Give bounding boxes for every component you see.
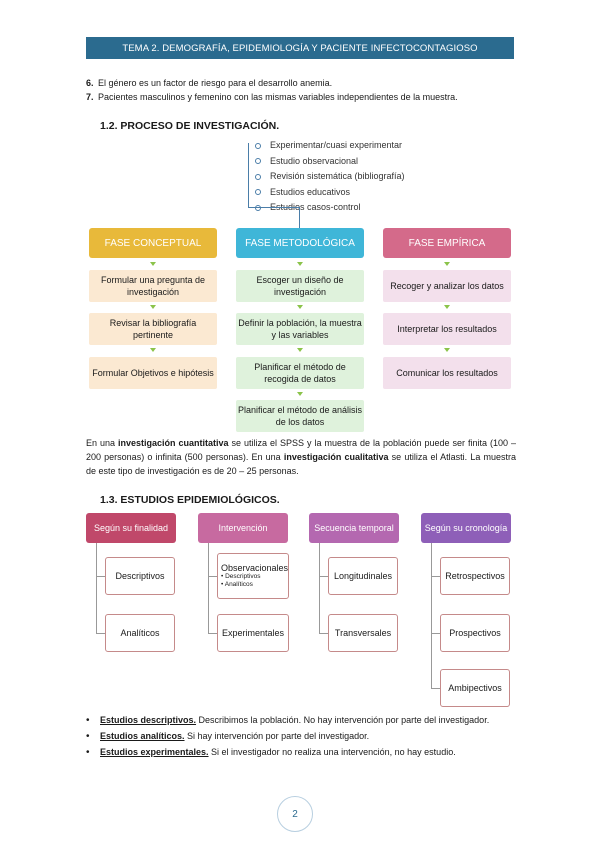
- down-arrow-icon: [444, 262, 450, 266]
- epi-item-box: Observacionales • Descriptivos • Analíti…: [217, 553, 289, 599]
- phase-step-box: Definir la población, la muestra y las v…: [236, 313, 364, 345]
- chapter-header: TEMA 2. DEMOGRAFÍA, EPIDEMIOLOGÍA Y PACI…: [86, 37, 514, 59]
- phase-step-box: Formular una pregunta de investigación: [89, 270, 217, 302]
- epi-header-secuencia: Secuencia temporal: [309, 513, 399, 543]
- epi-item-box: Ambipectivos: [440, 669, 510, 707]
- phase-conceptual-header: FASE CONCEPTUAL: [89, 228, 217, 258]
- phase-step-box: Escoger un diseño de investigación: [236, 270, 364, 302]
- phase-step-box: Comunicar los resultados: [383, 357, 511, 389]
- circle-bullet-icon: [255, 158, 261, 165]
- phase-step-box: Formular Objetivos e hipótesis: [89, 357, 217, 389]
- research-paragraph: En una investigación cuantitativa se uti…: [86, 438, 516, 476]
- down-arrow-icon: [297, 348, 303, 352]
- page-number: 2: [277, 796, 313, 832]
- circle-bullet-icon: [255, 189, 261, 196]
- epi-item-box: Longitudinales: [328, 557, 398, 595]
- numbered-list: 6. El género es un factor de riesgo para…: [86, 76, 516, 104]
- section-title-epidemiologicos: 1.3. ESTUDIOS EPIDEMIOLÓGICOS.: [100, 494, 280, 506]
- connector-line: [431, 688, 440, 689]
- connector-line: [319, 543, 320, 634]
- list-item: Estudios educativos: [255, 185, 405, 201]
- phase-metodologica-header: FASE METODOLÓGICA: [236, 228, 364, 258]
- connector-line: [299, 207, 300, 228]
- chapter-title: TEMA 2. DEMOGRAFÍA, EPIDEMIOLOGÍA Y PACI…: [122, 42, 478, 54]
- list-item: Estudio observacional: [255, 154, 405, 170]
- list-item: • Estudios analíticos. Si hay intervenci…: [86, 731, 370, 742]
- phase-step-box: Revisar la bibliografía pertinente: [89, 313, 217, 345]
- down-arrow-icon: [297, 305, 303, 309]
- phase-empirica-header: FASE EMPÍRICA: [383, 228, 511, 258]
- bullet-icon: •: [86, 731, 90, 742]
- connector-line: [208, 543, 209, 634]
- down-arrow-icon: [150, 348, 156, 352]
- epi-header-intervencion: Intervención: [198, 513, 288, 543]
- list-item: • Estudios experimentales. Si el investi…: [86, 747, 456, 758]
- list-item: 7. Pacientes masculinos y femenino con l…: [86, 92, 458, 102]
- phase-step-box: Interpretar los resultados: [383, 313, 511, 345]
- down-arrow-icon: [297, 262, 303, 266]
- phase-step-box: Planificar el método de análisis de los …: [236, 400, 364, 432]
- epi-header-cronologia: Según su cronología: [421, 513, 511, 543]
- epi-item-box: Transversales: [328, 614, 398, 652]
- connector-line: [431, 543, 432, 689]
- methods-bracket: [248, 143, 249, 207]
- connector-line: [96, 543, 97, 634]
- circle-bullet-icon: [255, 173, 261, 180]
- down-arrow-icon: [444, 305, 450, 309]
- list-item: Experimentar/cuasi experimentar: [255, 138, 405, 154]
- connector-line: [319, 633, 328, 634]
- down-arrow-icon: [297, 392, 303, 396]
- down-arrow-icon: [150, 305, 156, 309]
- epi-item-box: Descriptivos: [105, 557, 175, 595]
- down-arrow-icon: [150, 262, 156, 266]
- epi-item-box: Analíticos: [105, 614, 175, 652]
- phase-step-box: Planificar el método de recogida de dato…: [236, 357, 364, 389]
- connector-line: [208, 576, 217, 577]
- connector-line: [96, 633, 105, 634]
- definitions-list: • Estudios descriptivos. Describimos la …: [86, 714, 516, 762]
- methods-list: Experimentar/cuasi experimentar Estudio …: [255, 138, 405, 216]
- epi-item-box: Prospectivos: [440, 614, 510, 652]
- epi-item-box: Experimentales: [217, 614, 289, 652]
- connector-line: [431, 633, 440, 634]
- connector-line: [208, 633, 217, 634]
- epi-header-finalidad: Según su finalidad: [86, 513, 176, 543]
- bullet-icon: •: [86, 715, 90, 726]
- list-item: 6. El género es un factor de riesgo para…: [86, 78, 333, 88]
- phase-step-box: Recoger y analizar los datos: [383, 270, 511, 302]
- list-item: • Estudios descriptivos. Describimos la …: [86, 715, 490, 726]
- connector-line: [96, 576, 105, 577]
- connector-line: [319, 576, 328, 577]
- bullet-icon: •: [86, 747, 90, 758]
- connector-line: [248, 207, 300, 208]
- section-title-investigacion: 1.2. PROCESO DE INVESTIGACIÓN.: [100, 120, 280, 132]
- epi-item-box: Retrospectivos: [440, 557, 510, 595]
- connector-line: [431, 576, 440, 577]
- list-item: Revisión sistemática (bibliografía): [255, 169, 405, 185]
- down-arrow-icon: [444, 348, 450, 352]
- circle-bullet-icon: [255, 142, 261, 149]
